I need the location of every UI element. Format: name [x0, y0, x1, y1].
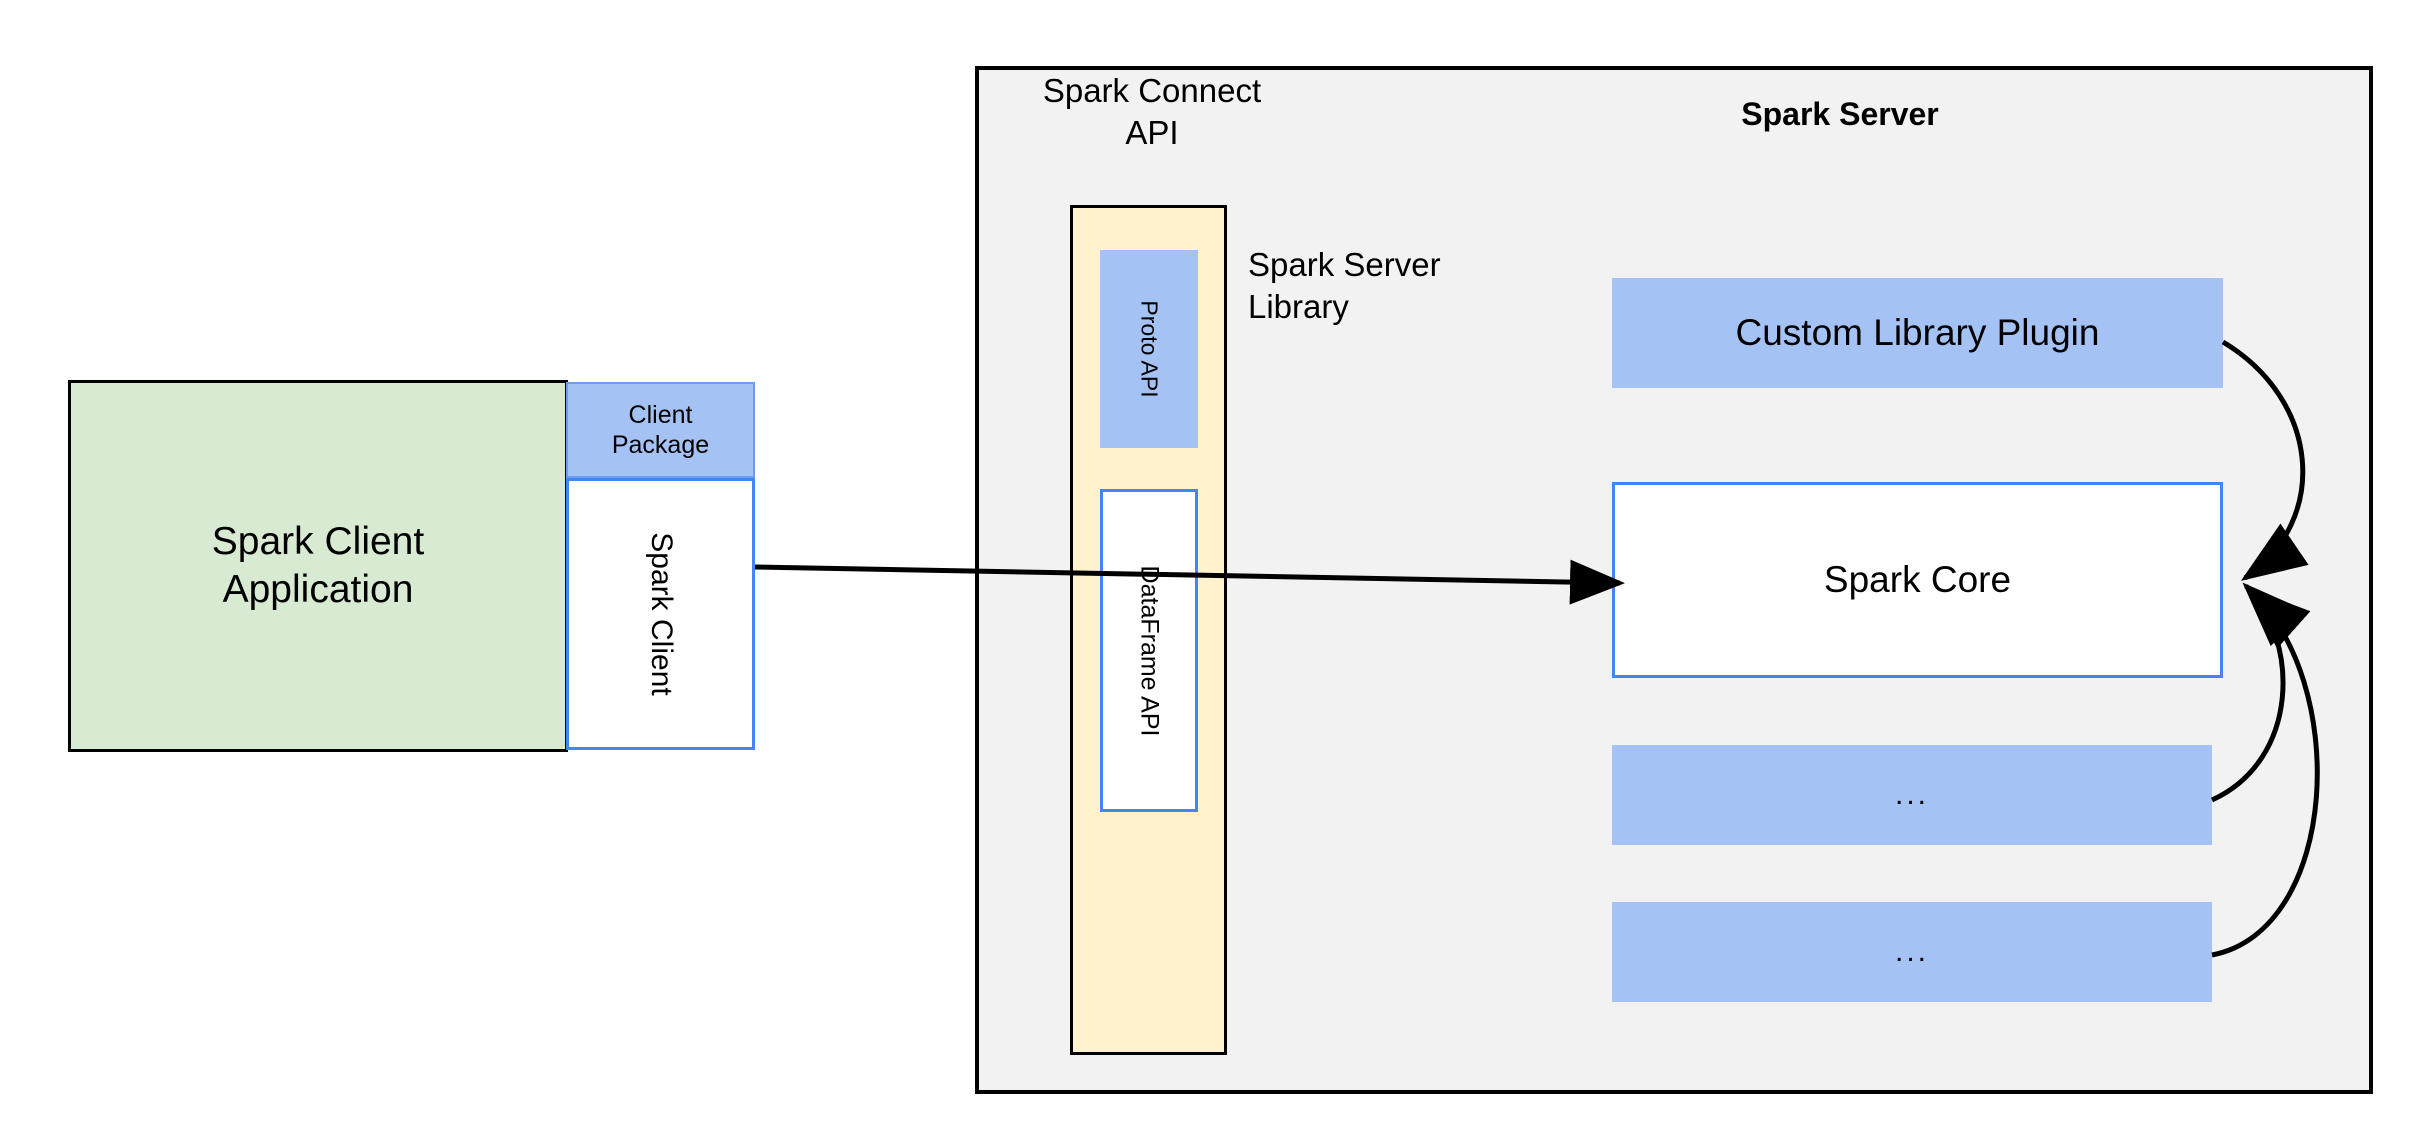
- custom-library-plugin-label: Custom Library Plugin: [1735, 312, 2100, 353]
- spark-core-label: Spark Core: [1823, 559, 2012, 600]
- client-package-label-line2: Package: [611, 431, 710, 459]
- spark-client-application-label-line1: Spark Client: [211, 520, 425, 564]
- dataframe-api-box[interactable]: DataFrame API: [1100, 489, 1198, 812]
- spark-server-library-label-line1: Spark Server: [1248, 246, 1441, 283]
- spark-server-library-label-line2: Library: [1248, 288, 1349, 326]
- client-package-label: Client Package: [612, 400, 709, 460]
- spark-client-application-box[interactable]: Spark Client Application: [68, 380, 568, 752]
- spark-client-label: Spark Client: [644, 532, 678, 696]
- ellipsis-box-1-label: ...: [1894, 778, 1929, 811]
- spark-connect-api-title-line2: API: [1125, 113, 1179, 151]
- proto-api-box[interactable]: Proto API: [1100, 250, 1198, 448]
- dataframe-api-label: DataFrame API: [1135, 565, 1164, 736]
- ellipsis-box-2[interactable]: ...: [1612, 902, 2212, 1002]
- client-package-label-line1: Client: [628, 401, 693, 429]
- spark-core-box[interactable]: Spark Core: [1612, 482, 2223, 678]
- spark-client-box[interactable]: Spark Client: [566, 478, 755, 750]
- proto-api-label: Proto API: [1136, 300, 1163, 398]
- spark-server-title: Spark Server: [1741, 96, 1939, 132]
- spark-client-application-label-line2: Application: [222, 568, 414, 611]
- spark-client-application-label: Spark Client Application: [212, 518, 424, 613]
- spark-connect-api-title: Spark Connect API: [1012, 70, 1292, 154]
- spark-server-library-label: Spark Server Library: [1248, 244, 1548, 328]
- custom-library-plugin-box[interactable]: Custom Library Plugin: [1612, 278, 2223, 388]
- spark-connect-api-title-line1: Spark Connect: [1042, 72, 1262, 109]
- ellipsis-box-2-label: ...: [1894, 935, 1929, 968]
- ellipsis-box-1[interactable]: ...: [1612, 745, 2212, 845]
- client-package-box[interactable]: Client Package: [566, 382, 755, 478]
